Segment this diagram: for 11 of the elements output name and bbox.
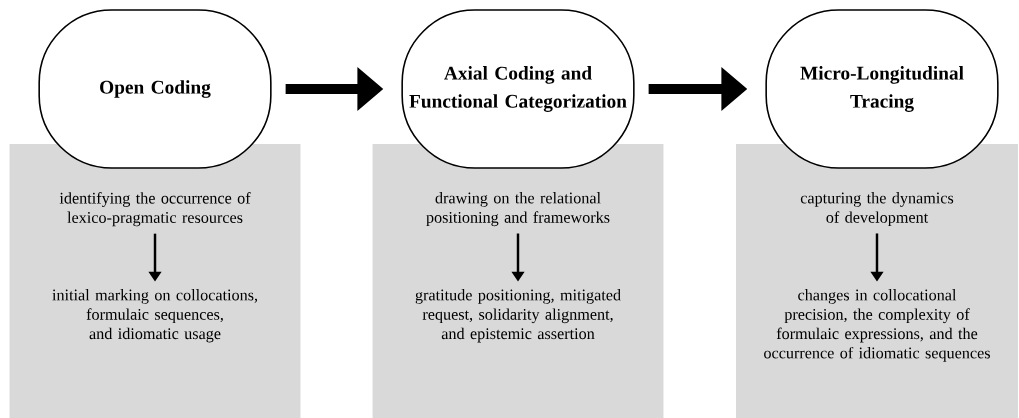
step-text: identifying the occurrence of lexico-pragmatic resources [59, 192, 251, 227]
step-text: gratitude positioning, mitigated request, solidarity alignment, and epistemic assertion [415, 289, 621, 343]
step-text: initial marking on collocations, formulaic sequences, and idiomatic usage [52, 289, 258, 343]
step-text: capturing the dynamics of development [800, 192, 954, 227]
process-oval: Micro-Longitudinal Tracing [765, 9, 999, 169]
node-label: Micro-Longitudinal Tracing [800, 66, 964, 112]
step-text: changes in collocational precision, the complexity of formulaic expressions, and the occurrence of idiomatic sequences [764, 289, 990, 362]
panel-background [372, 144, 664, 418]
panel-background [736, 144, 1018, 418]
panel-background [9, 144, 301, 418]
step-text: drawing on the relational positioning and frameworks [426, 192, 610, 227]
